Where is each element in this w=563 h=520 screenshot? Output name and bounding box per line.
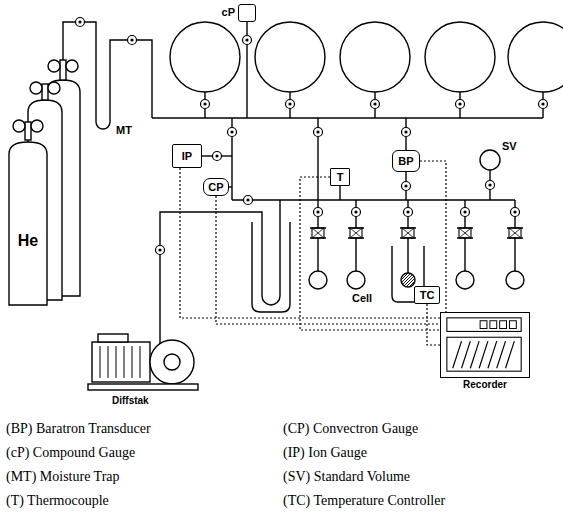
recorder-face xyxy=(441,313,529,377)
display-digit xyxy=(490,321,497,329)
signal-wire xyxy=(427,304,440,345)
bulbs xyxy=(170,22,563,289)
recorder: Recorder xyxy=(440,312,530,378)
thermocouple-box-label: T xyxy=(337,171,344,183)
helium-cylinder-label: He xyxy=(8,232,48,250)
display-digit xyxy=(509,321,516,329)
chart-trace xyxy=(479,341,488,368)
part-label: MT xyxy=(116,124,132,136)
cylinder-body xyxy=(9,142,47,305)
ion-gauge: IP xyxy=(172,144,202,168)
thermocouple-box: T xyxy=(330,168,350,186)
key-entry: (cP) Compound Gauge xyxy=(6,445,135,461)
key-entry: (CP) Convectron Gauge xyxy=(283,421,418,437)
signal-wire xyxy=(216,196,440,324)
gas-lines xyxy=(63,22,543,344)
baratron-transducer: BP xyxy=(392,150,420,172)
display-digit xyxy=(480,321,487,329)
chart-paper xyxy=(447,337,521,371)
compound-gauge-label: cP xyxy=(222,6,235,18)
ion-gauge-label: IP xyxy=(182,150,192,162)
recorder-label: Recorder xyxy=(463,379,507,390)
helium-cylinder: He xyxy=(8,140,48,306)
diffstak-pump xyxy=(88,334,198,390)
key-entry: (TC) Temperature Controller xyxy=(283,493,445,509)
flanges xyxy=(310,228,523,238)
chart-trace xyxy=(453,341,462,368)
signal-wire xyxy=(300,177,440,330)
temperature-controller-label: TC xyxy=(420,289,435,301)
part-label: SV xyxy=(502,140,517,152)
valves xyxy=(76,18,548,255)
convectron-gauge-label: CP xyxy=(208,181,223,193)
signal-wire xyxy=(420,161,446,312)
chart-trace xyxy=(462,341,471,368)
chart-trace xyxy=(470,341,479,368)
compound-gauge: cP xyxy=(238,4,256,22)
key-entry: (MT) Moisture Trap xyxy=(6,469,120,485)
key-entry: (SV) Standard Volume xyxy=(283,469,410,485)
key-entry: (IP) Ion Gauge xyxy=(283,445,367,461)
chart-trace xyxy=(488,341,497,368)
dewars xyxy=(252,222,424,312)
chart-trace xyxy=(497,341,506,368)
key-entry: (T) Thermocouple xyxy=(6,493,109,509)
cylinder-outline xyxy=(8,140,48,306)
part-label: Cell xyxy=(352,292,372,304)
signal-wire xyxy=(180,168,440,318)
display-panel xyxy=(447,318,521,332)
temperature-controller: TC xyxy=(414,286,440,304)
part-label: Diffstak xyxy=(112,395,149,406)
chart-trace xyxy=(506,341,515,368)
baratron-transducer-label: BP xyxy=(398,155,413,167)
key-entry: (BP) Baratron Transducer xyxy=(6,421,151,437)
display-digit xyxy=(500,321,507,329)
convectron-gauge: CP xyxy=(203,178,229,196)
